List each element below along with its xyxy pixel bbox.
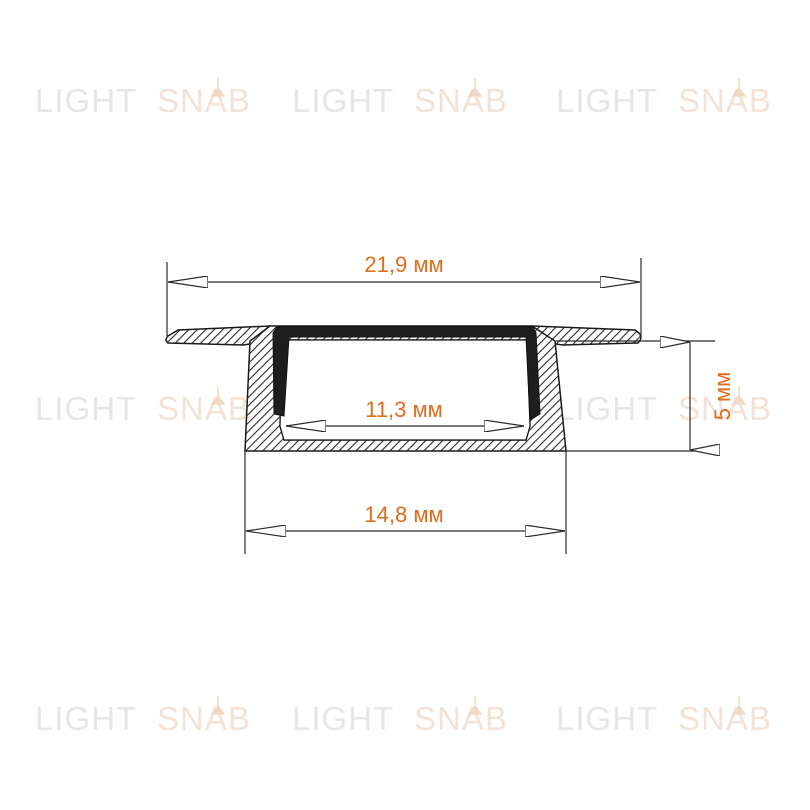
svg-text:LIGHT: LIGHT	[556, 390, 658, 427]
dim-bottom-width-label: 14,8 мм	[364, 502, 443, 527]
watermark-logo: LIGHT SNAB	[292, 696, 508, 737]
svg-text:SNAB: SNAB	[414, 700, 508, 737]
dim-bottom-width: 14,8 мм	[244, 451, 567, 554]
inner-cavity	[279, 339, 531, 441]
watermark-logo: LIGHT SNAB	[292, 78, 508, 119]
svg-text:SNAB: SNAB	[157, 700, 251, 737]
dim-top-width-label: 21,9 мм	[364, 252, 443, 277]
dim-top-width: 21,9 мм	[166, 252, 642, 338]
watermark-logo: LIGHT SNAB	[556, 78, 772, 119]
svg-text:LIGHT: LIGHT	[556, 700, 658, 737]
svg-text:SNAB: SNAB	[678, 700, 772, 737]
watermark-logo: LIGHT SNAB	[556, 696, 772, 737]
watermark-logo: LIGHT SNAB	[35, 696, 251, 737]
svg-text:LIGHT: LIGHT	[292, 700, 394, 737]
svg-text:LIGHT: LIGHT	[35, 390, 137, 427]
svg-text:LIGHT: LIGHT	[292, 82, 394, 119]
dim-height-label: 5 мм	[710, 372, 735, 421]
svg-text:SNAB: SNAB	[157, 390, 251, 427]
svg-text:SNAB: SNAB	[414, 82, 508, 119]
dim-inner-width: 11,3 мм	[286, 397, 524, 426]
watermark-logo: LIGHT SNAB	[35, 78, 251, 119]
dim-inner-width-label: 11,3 мм	[365, 397, 443, 422]
svg-text:LIGHT: LIGHT	[35, 82, 137, 119]
diffuser-cover	[272, 326, 541, 421]
svg-text:LIGHT: LIGHT	[556, 82, 658, 119]
svg-text:SNAB: SNAB	[157, 82, 251, 119]
dim-height: 5 мм	[556, 341, 735, 451]
watermark-logo: LIGHT SNAB	[35, 386, 251, 427]
svg-text:SNAB: SNAB	[678, 82, 772, 119]
watermark-layer: LIGHT SNAB LIGHT SNAB LIGHT SNAB LIGHT SNAB LIGH…	[35, 78, 772, 737]
svg-text:LIGHT: LIGHT	[35, 700, 137, 737]
profile-cross-section	[165, 325, 642, 452]
